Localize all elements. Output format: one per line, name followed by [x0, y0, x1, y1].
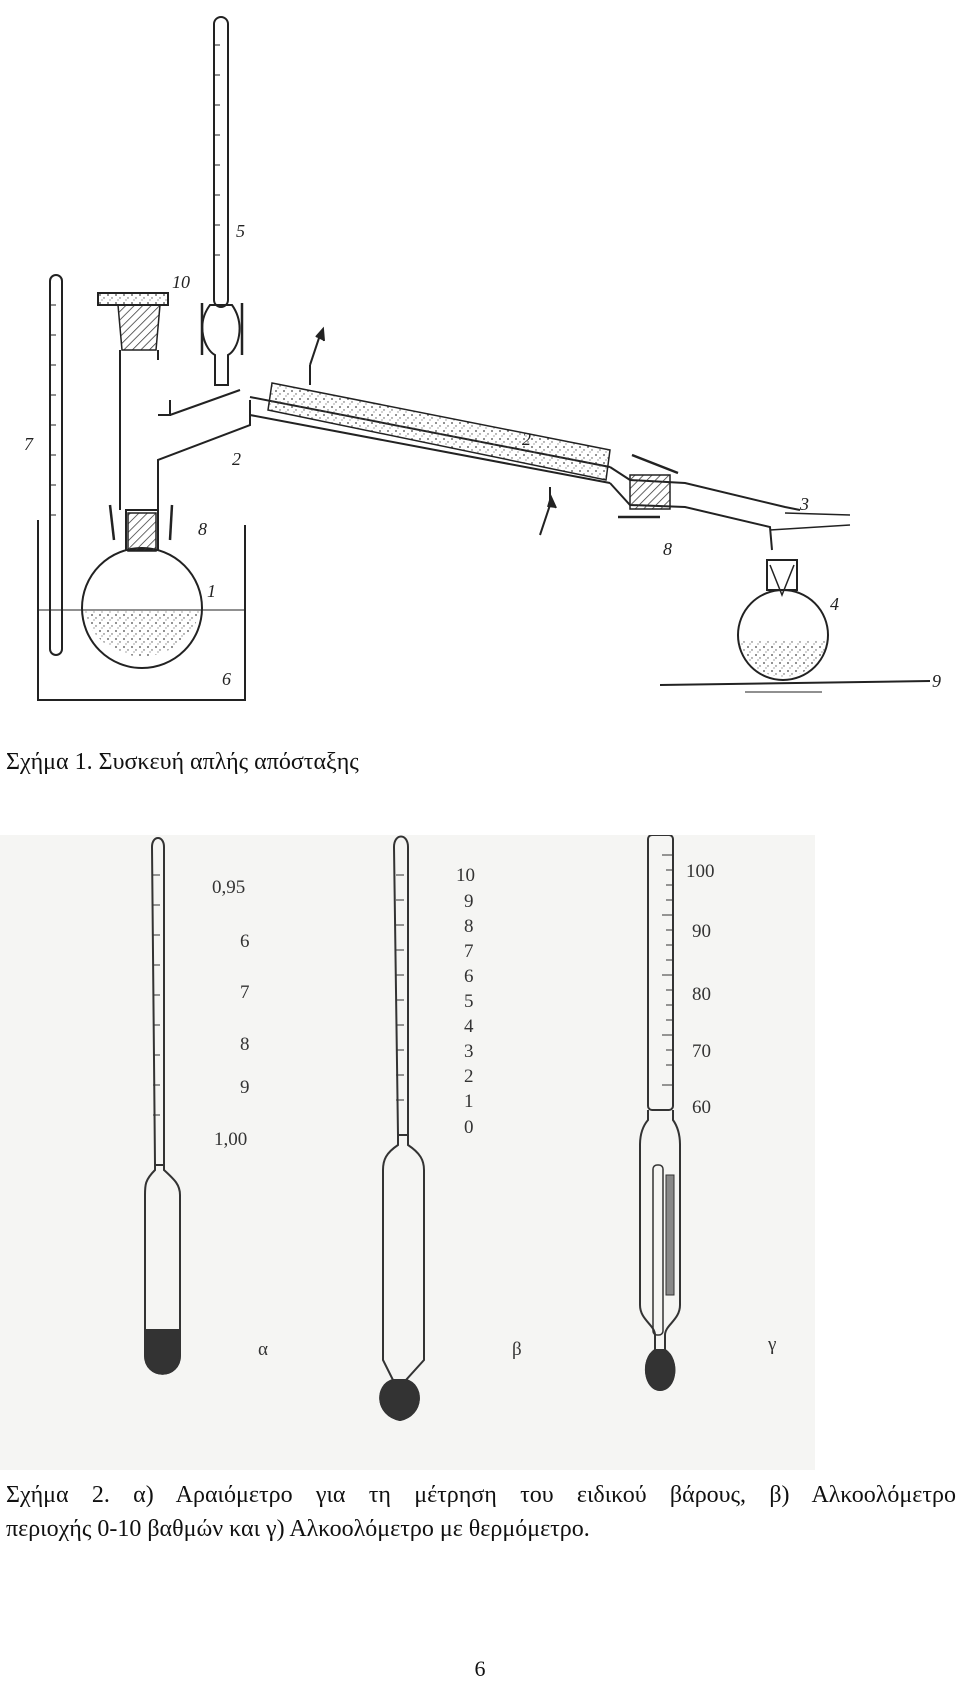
label-stand: 9 — [932, 671, 941, 691]
flask-stopper — [127, 512, 157, 552]
hydrometer-b — [379, 835, 425, 1422]
scale-b-8: 2 — [464, 1066, 474, 1087]
scale-b-3: 7 — [464, 941, 474, 962]
label-flask: 1 — [207, 581, 216, 601]
label-b: β — [512, 1339, 522, 1360]
hydrometers-diagram: 0,95 6 7 8 9 1,00 10 9 8 7 6 5 4 3 2 1 0… — [0, 835, 815, 1470]
scale-b-4: 6 — [464, 966, 474, 987]
label-c: γ — [767, 1334, 776, 1355]
page-number: 6 — [474, 1656, 486, 1681]
label-adapter: 3 — [799, 494, 809, 514]
hydrometer-c — [639, 835, 681, 1392]
scale-b-6: 4 — [464, 1016, 474, 1037]
bath-thermometer — [49, 274, 63, 656]
condenser-jacket — [267, 382, 611, 481]
distillation-apparatus-diagram: 10 5 7 2 8 1 6 2 8 3 4 9 — [24, 16, 941, 701]
label-condenser: 2 — [522, 429, 531, 449]
label-bath: 6 — [222, 669, 231, 689]
scale-a-2: 7 — [240, 982, 250, 1003]
scale-b-2: 8 — [464, 916, 474, 937]
figure2-caption-line2: περιοχής 0-10 βαθμών και γ) Αλκοολόμετρο… — [6, 1516, 590, 1542]
scale-a-5: 1,00 — [214, 1129, 247, 1150]
scale-c-4: 60 — [692, 1097, 711, 1118]
figure2-caption-line1: Σχήμα 2. α) Αραιόμετρο για τη μέτρηση το… — [6, 1482, 956, 1508]
label-thermometer: 5 — [236, 221, 245, 241]
distillation-thermometer — [213, 16, 229, 308]
scale-b: 10 9 8 7 6 5 4 3 2 1 0 — [456, 865, 475, 1138]
scale-c-2: 80 — [692, 984, 711, 1005]
label-receiver: 4 — [830, 594, 839, 614]
scale-b-5: 5 — [464, 991, 474, 1012]
top-stopper — [117, 304, 161, 351]
label-clamp-left: 8 — [198, 519, 207, 539]
scale-a-3: 8 — [240, 1034, 250, 1055]
figure1-caption: Σχήμα 1. Συσκευή απλής απόσταξης — [6, 749, 359, 775]
scale-b-9: 1 — [464, 1091, 474, 1112]
label-stopper: 10 — [172, 272, 190, 292]
label-a: α — [258, 1339, 268, 1360]
label-still-head: 2 — [232, 449, 241, 469]
adapter-stopper — [629, 474, 671, 510]
scale-b-10: 0 — [464, 1117, 474, 1138]
scale-c-0: 100 — [686, 861, 715, 882]
figure2-caption: Σχήμα 2. α) Αραιόμετρο για τη μέτρηση το… — [6, 1478, 956, 1546]
scale-a-4: 9 — [240, 1077, 250, 1098]
scale-b-7: 3 — [464, 1041, 474, 1062]
scale-c-3: 70 — [692, 1041, 711, 1062]
scale-a-0: 0,95 — [212, 877, 245, 898]
scale-b-1: 9 — [464, 891, 474, 912]
label-bath-thermometer: 7 — [24, 434, 34, 454]
scale-a-1: 6 — [240, 931, 250, 952]
scale-c: 100 90 80 70 60 — [686, 861, 715, 1118]
scale-c-1: 90 — [692, 921, 711, 942]
scale-b-0: 10 — [456, 865, 475, 886]
label-clamp-right: 8 — [663, 539, 672, 559]
scale-a: 0,95 6 7 8 9 1,00 — [212, 877, 250, 1150]
hydrometer-a — [144, 837, 181, 1375]
